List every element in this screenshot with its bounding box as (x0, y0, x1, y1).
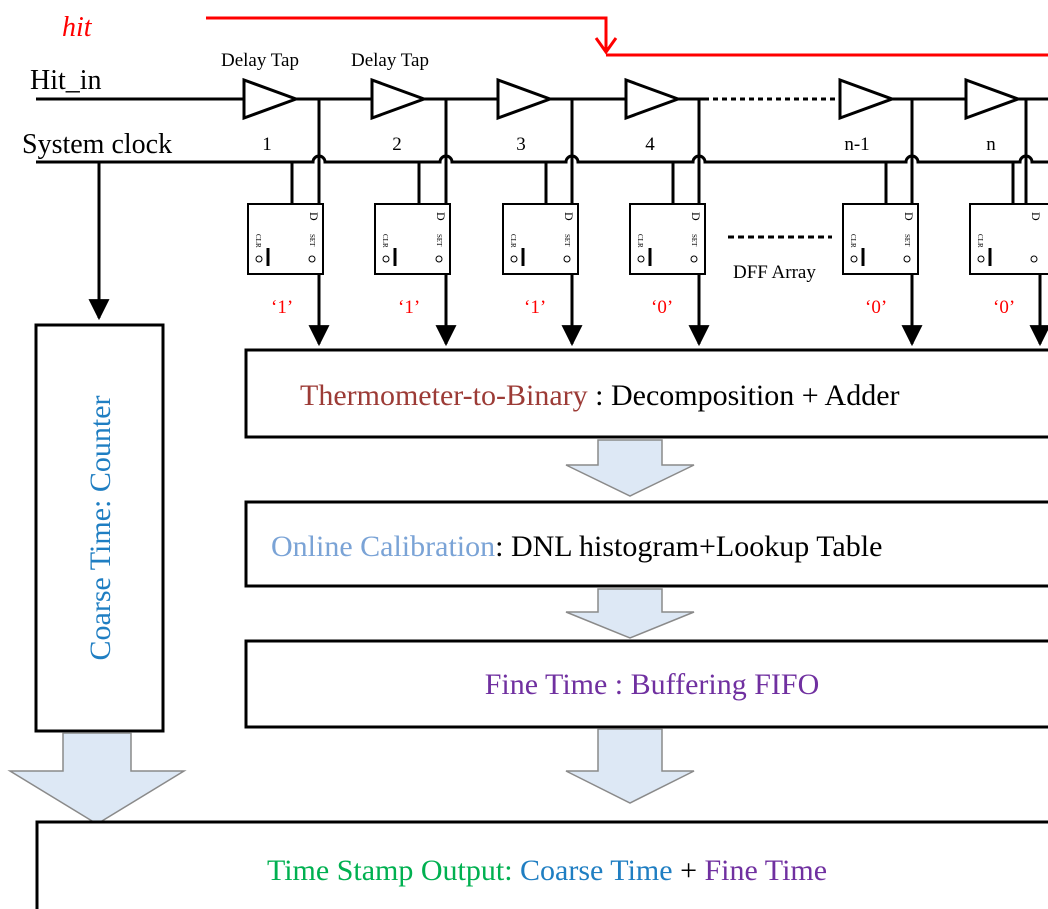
dff-2: D SET CLR (374, 203, 451, 275)
hit-in-line: Hit_in (30, 65, 1048, 101)
coarse-time-label: Coarse Time: (84, 492, 117, 660)
dff-output-arrows (308, 274, 1048, 347)
dff-4: D SET CLR (629, 203, 706, 275)
thermometer-values: ‘1’ ‘1’ ‘1’ ‘0’ ‘0’ ‘0’ (271, 297, 1015, 318)
delay-tap-n: n (964, 77, 1023, 155)
delay-tap-2-label: Delay Tap (351, 50, 429, 71)
dff-d-pin: D (1029, 212, 1043, 221)
delay-tap-3: 3 (496, 77, 555, 155)
online-calibration-block: Online Calibration: DNL histogram+Lookup… (244, 500, 1048, 588)
delay-tap-4: 4 (624, 77, 683, 155)
delay-tap-1: Delay Tap 1 (221, 50, 301, 155)
coarse-time-counter-block: Coarse Time: Counter (34, 323, 165, 733)
dff-clr-pin: CLR (976, 234, 984, 248)
dff-d-pin: D (307, 212, 321, 221)
thermometer-value: ‘1’ (398, 297, 420, 318)
time-stamp-output-label: Time Stamp Output: (267, 854, 520, 887)
dff-clr-pin: CLR (254, 234, 262, 248)
delay-tap-4-index: 4 (645, 134, 655, 155)
flow-arrow (7, 732, 187, 825)
output-coarse-time: Coarse Time (520, 854, 673, 887)
thermometer-value: ‘1’ (524, 297, 546, 318)
system-clock-line: System clock (22, 129, 1048, 164)
thermometer-value: ‘0’ (651, 297, 673, 318)
delay-tap-n-1-index: n-1 (844, 134, 869, 155)
svg-text:Time Stamp Output: Coarse Time: Time Stamp Output: Coarse Time + Fine Ti… (267, 854, 827, 887)
thermometer-value: ‘1’ (271, 297, 293, 318)
hit-in-label: Hit_in (30, 65, 102, 96)
dff-n: D CLR (969, 203, 1048, 275)
thermometer-to-binary-label: Thermometer-to-Binary (300, 379, 588, 412)
dff-set-pin: SET (903, 234, 911, 247)
dff-clr-pin: CLR (849, 234, 857, 248)
delay-tap-1-index: 1 (262, 134, 272, 155)
counter-label: Counter (84, 395, 117, 492)
dff-d-pin: D (434, 212, 448, 221)
fine-time-block: Fine Time : Buffering FIFO (244, 639, 1048, 729)
thermometer-value: ‘0’ (865, 297, 887, 318)
dff-clr-pin: CLR (636, 234, 644, 248)
dff-3: D SET CLR (502, 203, 579, 275)
delay-tap-n-1: n-1 (838, 77, 897, 155)
output-fine-time: Fine Time (705, 854, 828, 887)
dff-clr-pin: CLR (509, 234, 517, 248)
dff-d-pin: D (689, 212, 703, 221)
hit-label: hit (62, 12, 93, 43)
delay-tap-3-index: 3 (516, 134, 526, 155)
time-stamp-output-block: Time Stamp Output: Coarse Time + Fine Ti… (35, 820, 1048, 909)
flow-arrow (565, 728, 695, 804)
dff-clr-pin: CLR (381, 234, 389, 248)
hit-signal: hit (62, 12, 1048, 57)
svg-text:Online Calibration: DNL histog: Online Calibration: DNL histogram+Lookup… (271, 530, 882, 563)
dff-set-pin: SET (690, 234, 698, 247)
dff-set-pin: SET (308, 234, 316, 247)
output-plus: + (673, 854, 705, 887)
flow-arrow (565, 439, 695, 497)
system-clock-label: System clock (22, 129, 172, 160)
dff-set-pin: SET (563, 234, 571, 247)
online-calibration-label: Online Calibration (271, 530, 495, 563)
delay-tap-2: Delay Tap 2 (351, 50, 429, 155)
thermometer-value: ‘0’ (993, 297, 1015, 318)
delay-tap-1-label: Delay Tap (221, 50, 299, 71)
dff-n-1: D SET CLR (842, 203, 919, 275)
dff-set-pin: SET (435, 234, 443, 247)
online-calibration-desc: : DNL histogram+Lookup Table (495, 530, 882, 563)
thermometer-to-binary-desc: : Decomposition + Adder (588, 379, 900, 412)
dff-d-pin: D (902, 212, 916, 221)
dff-array-label: DFF Array (733, 262, 816, 283)
fine-time-label: Fine Time : Buffering FIFO (485, 668, 820, 701)
dff-d-pin: D (562, 212, 576, 221)
delay-tap-n-index: n (986, 134, 996, 155)
flow-arrow (565, 588, 695, 639)
dff-1: D SET CLR (247, 203, 324, 275)
delay-tap-2-index: 2 (392, 134, 402, 155)
svg-text:Thermometer-to-Binary : Decomp: Thermometer-to-Binary : Decomposition + … (300, 379, 900, 412)
svg-text:Coarse Time: Counter: Coarse Time: Counter (84, 395, 117, 660)
thermometer-to-binary-block: Thermometer-to-Binary : Decomposition + … (244, 348, 1048, 439)
